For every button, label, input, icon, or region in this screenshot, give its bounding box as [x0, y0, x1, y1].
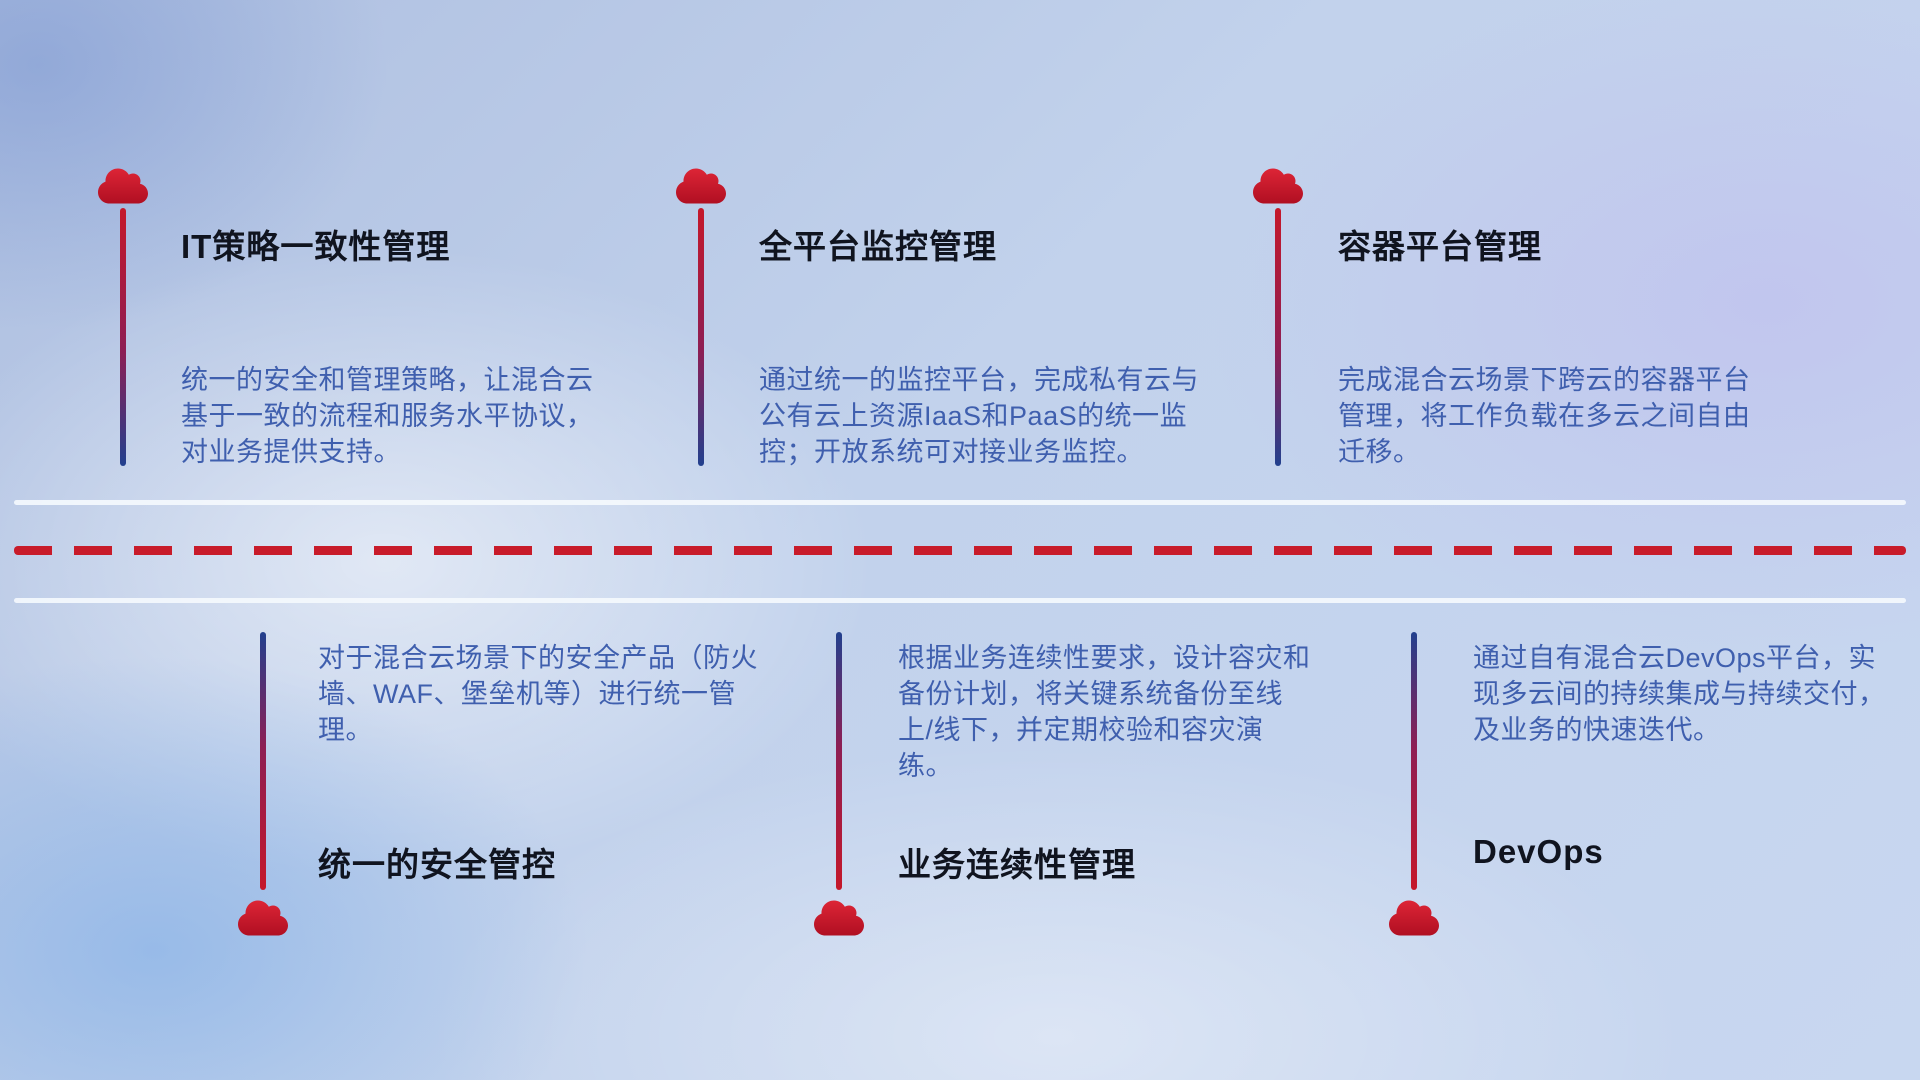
- item-description: 通过自有混合云DevOps平台，实现多云间的持续集成与持续交付，及业务的快速迭代…: [1473, 643, 1886, 745]
- item-description: 完成混合云场景下跨云的容器平台管理，将工作负载在多云之间自由迁移。: [1338, 365, 1751, 467]
- cloud-icon: [673, 166, 729, 206]
- connector-line: [836, 632, 842, 890]
- item-title: DevOps: [1473, 833, 1604, 870]
- connector-line: [1275, 208, 1281, 466]
- connector-line: [698, 208, 704, 466]
- timeline-dashed-line: [14, 546, 1906, 555]
- item-title: 业务连续性管理: [898, 846, 1136, 883]
- cloud-icon: [1250, 166, 1306, 206]
- item-description: 对于混合云场景下的安全产品（防火墙、WAF、堡垒机等）进行统一管理。: [318, 643, 758, 745]
- timeline-solid-line-top: [14, 500, 1906, 505]
- timeline-solid-line-bottom: [14, 598, 1906, 603]
- connector-line: [1411, 632, 1417, 890]
- cloud-icon: [1386, 898, 1442, 938]
- item-description: 通过统一的监控平台，完成私有云与公有云上资源IaaS和PaaS的统一监控；开放系…: [759, 365, 1199, 467]
- cloud-icon: [811, 898, 867, 938]
- item-title: 容器平台管理: [1338, 228, 1542, 265]
- item-description: 统一的安全和管理策略，让混合云基于一致的流程和服务水平协议，对业务提供支持。: [181, 365, 594, 467]
- item-title: 统一的安全管控: [318, 846, 556, 883]
- connector-line: [120, 208, 126, 466]
- connector-line: [260, 632, 266, 890]
- item-title: 全平台监控管理: [759, 228, 997, 265]
- item-description: 根据业务连续性要求，设计容灾和备份计划，将关键系统备份至线上/线下，并定期校验和…: [898, 643, 1311, 781]
- cloud-icon: [235, 898, 291, 938]
- cloud-icon: [95, 166, 151, 206]
- item-title: IT策略一致性管理: [181, 228, 451, 265]
